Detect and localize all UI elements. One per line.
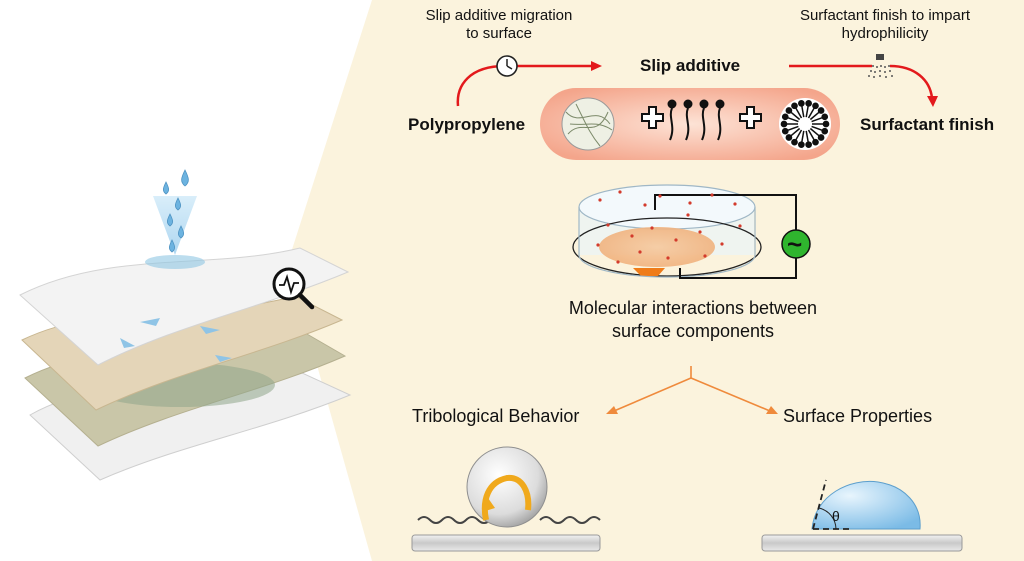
micelle-head [821, 127, 829, 135]
micelle-head [817, 107, 825, 114]
micelle-tail [809, 127, 820, 137]
red-particle [638, 250, 642, 254]
spread-arrows [120, 318, 232, 362]
micelle-tail [801, 106, 805, 118]
red-particle [618, 190, 622, 194]
micelle-head [791, 138, 798, 146]
interactions-line2: surface components [611, 321, 775, 341]
tribology-illustration [411, 446, 601, 552]
micelle-tail [811, 125, 823, 131]
micelle-tail [787, 125, 799, 131]
red-particle [686, 213, 690, 217]
micelle-head [785, 134, 793, 141]
arrow-head-left [606, 406, 618, 414]
red-particle [616, 260, 620, 264]
micelle-head [822, 120, 830, 128]
ac-symbol: ~ [787, 229, 803, 259]
micelle-tail [790, 111, 801, 121]
micelle-head [781, 127, 789, 135]
down-arrow-icon [153, 196, 197, 255]
micelle-head [785, 107, 793, 114]
slip-additive-molecules [667, 99, 725, 141]
nonwoven-layers [19, 247, 352, 481]
water-drop-icon [162, 169, 189, 253]
micelle-head [812, 138, 819, 146]
interactions-line1: Molecular interactions between [568, 298, 818, 318]
migration-label: Slip additive migration to surface [419, 7, 579, 43]
water-droplet [811, 480, 921, 530]
red-particle [606, 223, 610, 227]
red-particle [703, 254, 707, 258]
red-particle [630, 234, 634, 238]
red-particle [674, 238, 678, 242]
red-particle [666, 256, 670, 260]
red-particle [720, 242, 724, 246]
electrochemical-cell [572, 184, 811, 279]
micelle-tail [807, 108, 815, 119]
red-particle [698, 230, 702, 234]
micelle-tail [795, 108, 803, 119]
surfactant-note-line2: hydrophilicity [841, 25, 929, 42]
red-particle [710, 193, 714, 197]
red-particle [688, 201, 692, 205]
surfactant-note-label: Surfactant finish to impart hydrophilici… [780, 7, 990, 43]
micelle-tail [811, 117, 823, 123]
theta-symbol: θ [832, 508, 840, 524]
surfactant-note-line1: Surfactant finish to impart [799, 7, 971, 24]
red-particle [643, 203, 647, 207]
plus-icon [641, 106, 664, 129]
polypropylene-fiber-icon [561, 97, 615, 151]
migration-label-line1: Slip additive migration [425, 7, 573, 24]
branch-arrows [613, 366, 771, 412]
micelle-head [805, 99, 812, 107]
zoom-beam [288, 0, 1024, 561]
micelle-tail [809, 111, 820, 121]
micelle-head [821, 113, 829, 121]
micelle-head [805, 141, 812, 149]
micelle-head [781, 113, 789, 121]
red-particle [650, 226, 654, 230]
surface-properties-label: Surface Properties [783, 406, 933, 426]
micelle-tail [787, 117, 799, 123]
slip-additive-label: Slip additive [640, 56, 741, 75]
surfactant-finish-label: Surfactant finish [860, 115, 995, 134]
component-capsule [540, 88, 840, 160]
micelle-tail [805, 106, 809, 118]
red-particle [598, 198, 602, 202]
red-particle [733, 202, 737, 206]
plus-icon [739, 106, 762, 129]
micelle-tail [790, 127, 801, 137]
red-particle [596, 243, 600, 247]
micelle-head [812, 102, 819, 110]
migration-label-line2: to surface [466, 25, 532, 42]
contact-angle-illustration [761, 479, 963, 552]
micelle-tail [801, 130, 805, 142]
water-inflow [145, 169, 205, 269]
arrow-head-right [766, 406, 778, 414]
micelle-head [791, 102, 798, 110]
tribological-label: Tribological Behavior [412, 406, 580, 426]
micelle-head [817, 134, 825, 141]
red-particles [596, 190, 742, 264]
micelle-head [780, 120, 788, 128]
ac-source-icon [781, 229, 811, 259]
spray-nozzle-icon [868, 54, 893, 78]
process-flow-arrows [456, 61, 938, 107]
micelle-tail [805, 130, 809, 142]
micelle-head [798, 141, 805, 149]
polypropylene-label: Polypropylene [408, 115, 526, 134]
red-particle [658, 194, 662, 198]
magnifier-icon [272, 267, 315, 310]
surfactant-micelle-icon [779, 98, 831, 150]
micelle-tail [807, 129, 815, 140]
molecular-interactions-label: Molecular interactions between surface c… [548, 297, 838, 343]
micelle-head [798, 99, 805, 107]
red-particle [738, 224, 742, 228]
clock-icon [496, 55, 518, 77]
micelle-tail [795, 129, 803, 140]
